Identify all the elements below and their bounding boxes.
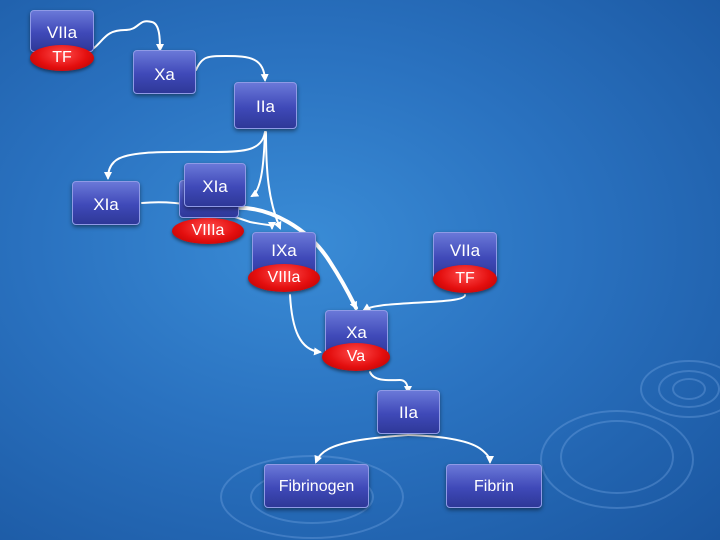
xa-top-label: Xa xyxy=(154,65,175,84)
arrow-tenase-to-prothrombinase xyxy=(289,294,322,356)
prothrombinase-xa-label: Xa xyxy=(346,323,367,342)
iia-bottom-box: IIa xyxy=(377,390,440,434)
tf-complex-right-cofactor: TF xyxy=(433,265,497,293)
arrow-thrombin-amplification xyxy=(230,205,358,310)
arrow-tf-to-xa xyxy=(93,20,164,52)
arrow-iia-to-viiia xyxy=(250,131,266,198)
fibrinogen-box: Fibrinogen xyxy=(264,464,369,508)
iia-top-box: IIa xyxy=(234,82,297,129)
tenase-cofactor: VIIIa xyxy=(248,264,320,292)
arrow-tf-right-to-xa xyxy=(362,294,466,312)
arrow-xa-to-iia xyxy=(195,54,269,82)
arrow-iia-to-xia-left xyxy=(104,131,266,180)
fibrinogen-label: Fibrinogen xyxy=(278,478,355,495)
tf-complex-right-label: VIIa xyxy=(449,241,481,260)
fibrin-label: Fibrin xyxy=(473,478,514,495)
prothrombinase-va-label: Va xyxy=(346,348,366,365)
tf-complex-top-cofactor-label: TF xyxy=(52,49,72,66)
xa-top-box: Xa xyxy=(133,50,196,94)
viiia-center-cofactor: VIIIa xyxy=(172,218,244,244)
tf-complex-top-cofactor: TF xyxy=(30,45,94,71)
prothrombinase-cofactor: Va xyxy=(322,343,390,371)
iia-bottom-label: IIa xyxy=(399,403,418,422)
tf-complex-top-label: VIIa xyxy=(46,23,78,42)
tenase-ixa-label: IXa xyxy=(271,241,297,260)
tenase-viiia-label: VIIIa xyxy=(267,269,301,286)
xia-left-label: XIa xyxy=(93,195,119,214)
viiia-center-label: VIIIa xyxy=(191,222,225,239)
arrow-iia-to-fibrin xyxy=(407,434,494,464)
fibrin-box: Fibrin xyxy=(446,464,542,508)
arrow-xia-to-tenase xyxy=(141,201,276,230)
arrow-xa-to-iia-bottom xyxy=(369,371,412,394)
arrow-iia-to-fibrinogen xyxy=(314,434,409,464)
xia-center-label: XIa xyxy=(202,177,228,196)
tf-complex-right-cofactor-label: TF xyxy=(455,270,475,287)
xia-left-box: XIa xyxy=(72,181,140,225)
iia-top-label: IIa xyxy=(256,97,275,116)
arrow-iia-to-tenase xyxy=(265,131,282,230)
xia-center-box: XIa xyxy=(184,163,246,207)
